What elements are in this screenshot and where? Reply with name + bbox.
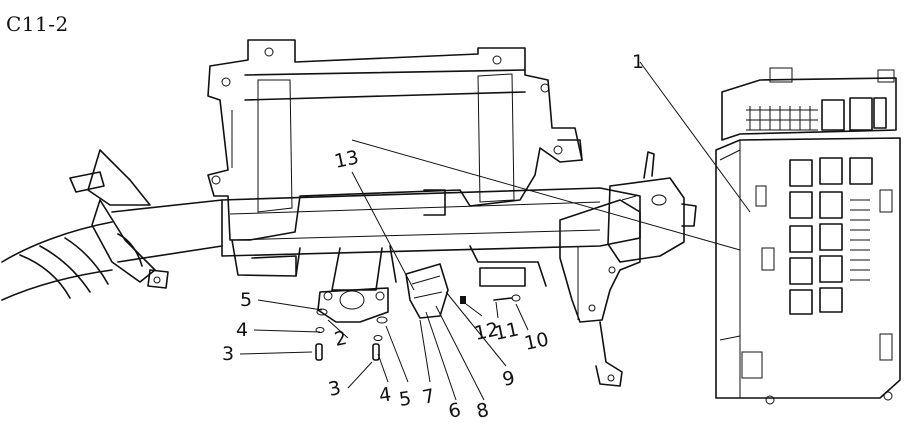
callout-6: 6 bbox=[446, 399, 462, 423]
callout-2: 2 bbox=[332, 327, 348, 351]
steering-column bbox=[1, 149, 223, 301]
relay-bracket bbox=[405, 263, 521, 319]
callout-4-bottom: 4 bbox=[378, 383, 393, 406]
callout-4-left: 4 bbox=[236, 319, 248, 341]
central-electrical-box bbox=[715, 67, 901, 405]
callout-7: 7 bbox=[420, 385, 436, 409]
callout-12: 12 bbox=[472, 318, 500, 345]
callout-labels: 1 2 3 3 4 4 5 5 6 7 8 9 10 11 12 13 bbox=[222, 51, 644, 423]
callout-11: 11 bbox=[492, 318, 520, 345]
callout-3-left: 3 bbox=[222, 343, 234, 365]
callout-1: 1 bbox=[632, 51, 644, 73]
callout-5-bottom: 5 bbox=[398, 387, 413, 410]
bracket-2 bbox=[317, 287, 389, 323]
leader-lines bbox=[239, 61, 751, 401]
drawing-title: C11-2 bbox=[6, 12, 69, 36]
dashboard-frame bbox=[207, 39, 697, 387]
callout-10: 10 bbox=[522, 328, 550, 355]
callout-3-bottom: 3 bbox=[326, 377, 342, 401]
screws-washers bbox=[315, 308, 388, 361]
callout-8: 8 bbox=[474, 399, 490, 423]
callout-13: 13 bbox=[332, 146, 360, 173]
callout-5-left: 5 bbox=[240, 289, 252, 311]
callout-9: 9 bbox=[500, 367, 516, 391]
